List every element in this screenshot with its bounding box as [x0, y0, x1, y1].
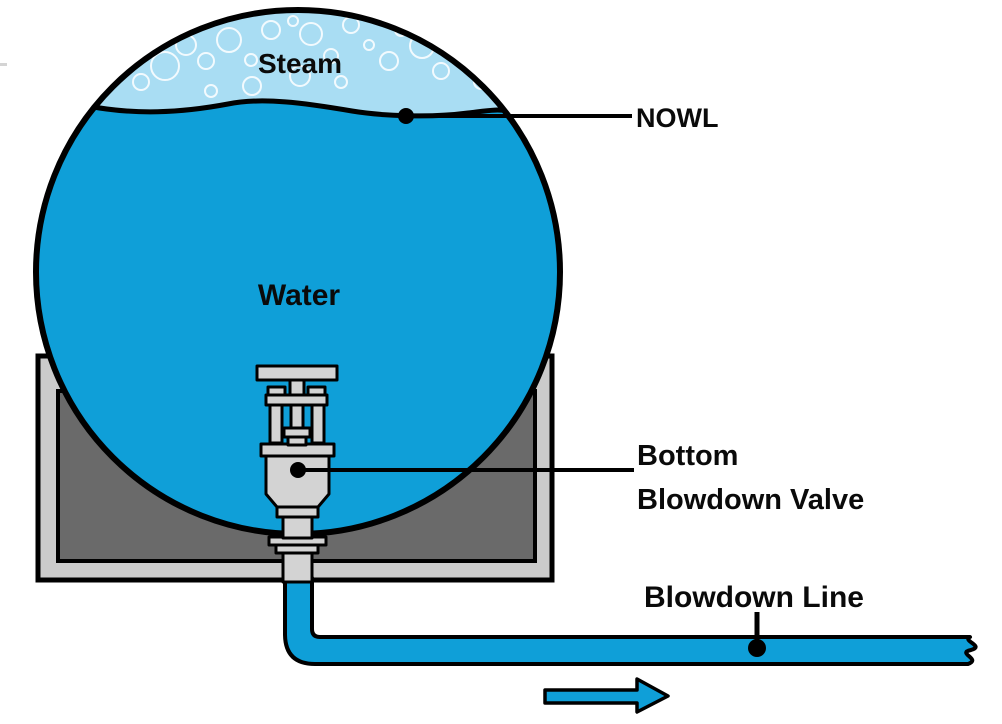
valve-label-line-2: Blowdown Valve	[637, 484, 864, 516]
water-surface-line	[85, 98, 515, 119]
nowl-callout: NOWL	[398, 103, 718, 133]
valve-yoke-right-post	[310, 403, 326, 445]
water-space	[36, 10, 560, 534]
valve-handle	[255, 364, 339, 382]
stray-mark	[0, 63, 7, 66]
valve-bottom-flange-lower	[274, 543, 320, 555]
valve-stem-collar-2	[286, 435, 308, 447]
nowl-marker-dot	[398, 108, 414, 124]
valve-label-line-1: Bottom	[637, 440, 738, 472]
blowdown-line-label: Blowdown Line	[644, 581, 864, 614]
valve-callout: Bottom Blowdown Valve	[290, 440, 864, 516]
valve-marker-dot	[290, 462, 306, 478]
valve-stem-upper	[288, 378, 306, 397]
bottom-blowdown-valve	[255, 364, 339, 584]
valve-drain-stub	[281, 551, 314, 584]
steam-label: Steam	[258, 48, 342, 79]
blowdown-line-callout: Blowdown Line	[644, 581, 864, 657]
blowdown-pipe	[283, 576, 978, 666]
valve-neck-pipe	[281, 515, 314, 540]
valve-yoke-left-post	[268, 403, 284, 445]
flow-direction-arrow-icon	[543, 677, 670, 714]
water-label: Water	[258, 279, 341, 312]
nowl-label: NOWL	[636, 103, 718, 133]
blowdown-marker-dot	[748, 639, 766, 657]
